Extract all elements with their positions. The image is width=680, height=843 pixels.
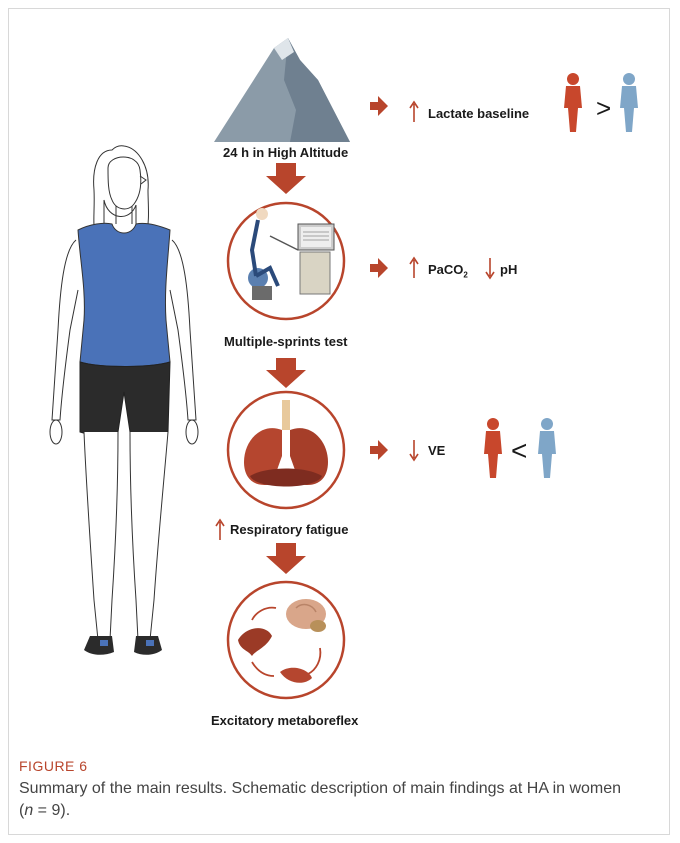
metaboreflex-icon: [228, 582, 344, 698]
mountain-icon: [214, 38, 350, 142]
figure-graphic: [0, 0, 680, 750]
result-arrow-2: [370, 258, 388, 278]
up-arrow-lactate: [410, 102, 418, 122]
woman-figure: [50, 146, 198, 655]
comparison-less: <: [511, 435, 527, 467]
step-arrow-3: [266, 543, 306, 574]
result-paco2: PaCO2: [428, 262, 468, 280]
ergometer-icon: [228, 203, 344, 319]
step-label-sprints: Multiple-sprints test: [224, 334, 348, 349]
down-arrow-ve: [410, 440, 418, 460]
lungs-icon: [228, 392, 344, 508]
step-label-altitude: 24 h in High Altitude: [223, 145, 348, 160]
comparison-greater: >: [596, 93, 611, 124]
result-arrow-1: [370, 96, 388, 116]
male-figure-1: [620, 73, 638, 132]
result-ve: VE: [428, 443, 445, 458]
down-arrow-ph: [486, 258, 494, 278]
up-arrow-fatigue: [216, 520, 224, 540]
step-label-fatigue: Respiratory fatigue: [230, 522, 348, 537]
female-figure-2: [484, 418, 502, 478]
result-arrow-3: [370, 440, 388, 460]
up-arrow-paco2: [410, 258, 418, 278]
figure-caption: Summary of the main results. Schematic d…: [19, 778, 639, 822]
step-label-metaboreflex: Excitatory metaboreflex: [211, 713, 358, 728]
result-lactate: Lactate baseline: [428, 106, 529, 121]
male-figure-2: [538, 418, 556, 478]
step-arrow-1: [266, 163, 306, 194]
step-arrow-2: [266, 358, 306, 388]
female-figure-1: [564, 73, 582, 132]
figure-title: FIGURE 6: [19, 758, 88, 774]
result-ph: pH: [500, 262, 517, 277]
